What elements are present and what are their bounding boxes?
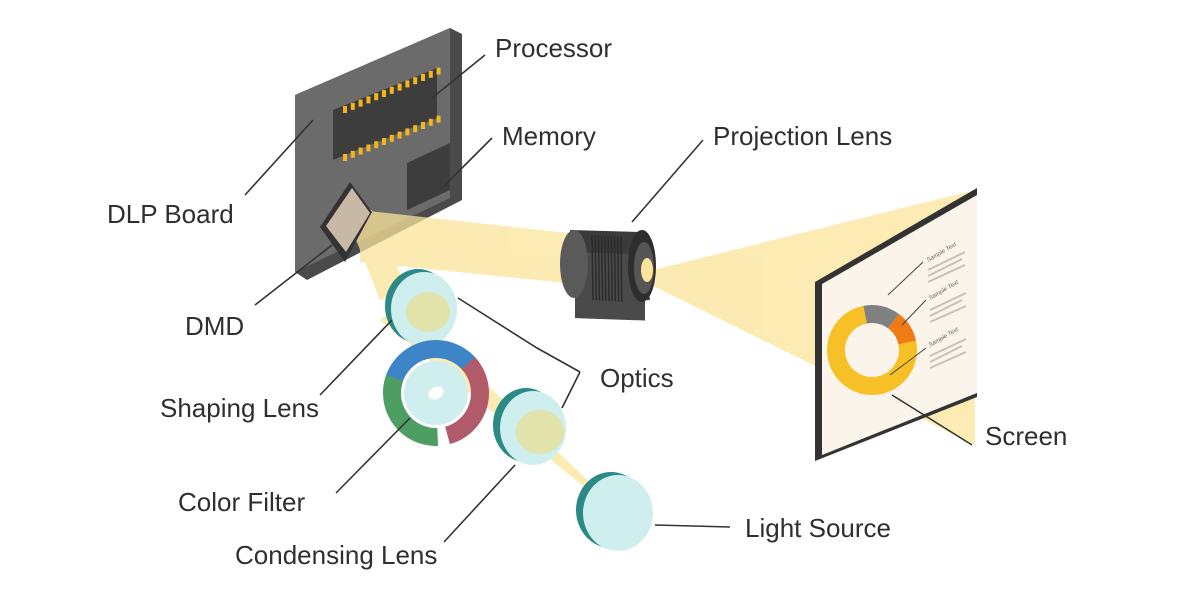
processor-pin	[397, 83, 402, 91]
lens-ridge	[613, 236, 617, 302]
processor-pin	[343, 154, 347, 161]
condensing-lens-label: Condensing Lens	[235, 540, 438, 570]
light-source	[576, 472, 653, 551]
processor-pin	[421, 122, 425, 129]
memory-label: Memory	[502, 121, 596, 151]
projection-lens	[560, 230, 656, 321]
processor-pin	[413, 77, 418, 85]
processor-pins-top	[343, 67, 441, 113]
processor-pin	[436, 67, 441, 75]
lens-ridge	[616, 236, 620, 302]
processor-pin	[366, 96, 371, 104]
processor-pin	[436, 115, 441, 123]
processor-chip	[333, 67, 441, 161]
processor-pin	[350, 102, 355, 110]
memory-chip	[407, 143, 450, 210]
shaping-lens-label: Shaping Lens	[160, 393, 320, 423]
screen-donut-chart	[827, 305, 917, 395]
processor-pin	[358, 99, 363, 107]
shaping-lens	[385, 269, 457, 346]
processor-pin	[421, 74, 425, 81]
lens-ridge	[591, 234, 594, 301]
processor-pin	[389, 134, 394, 142]
processor-pins-bottom	[343, 115, 441, 161]
processor-pin	[428, 70, 433, 78]
processor-pin	[358, 147, 363, 155]
processor-pin	[405, 128, 410, 136]
dmd-mirror	[320, 182, 372, 262]
processor-pin	[389, 86, 394, 94]
processor-pin	[428, 118, 433, 126]
lens-ridge	[594, 235, 597, 301]
processor-pin	[397, 131, 402, 139]
projection-lens-label: Projection Lens	[713, 121, 893, 151]
processor-pin	[413, 125, 418, 133]
processor-pin	[374, 93, 379, 101]
lens-ridge	[607, 235, 610, 302]
projection-lens-ridges	[591, 234, 623, 302]
optics-label: Optics	[600, 363, 674, 393]
screen-callouts	[887, 261, 927, 376]
color-filter-label: Color Filter	[178, 487, 306, 517]
dlp-board-label: DLP Board	[107, 199, 234, 229]
screen-label: Screen	[985, 421, 1068, 451]
lens-ridge	[600, 235, 604, 301]
processor-pin	[343, 106, 347, 113]
processor-pin	[405, 80, 410, 88]
light-source-label: Light Source	[745, 513, 891, 543]
dmd-label: DMD	[185, 311, 245, 341]
condensing-lens	[493, 388, 566, 465]
processor-pin	[374, 141, 379, 149]
lens-ridge	[604, 235, 607, 301]
processor-pin	[366, 144, 371, 152]
processor-pin	[350, 150, 355, 158]
screen-text-lines	[927, 251, 967, 369]
lens-ridge	[620, 236, 623, 302]
lens-ridge	[610, 236, 613, 302]
leader-lines	[244, 54, 973, 543]
processor-pin	[382, 90, 386, 97]
lens-ridge	[597, 235, 601, 301]
processor-label: Processor	[495, 33, 613, 63]
processor-pin	[382, 138, 386, 145]
projection-screen: Sample Text Sample Text Sample Text	[815, 188, 977, 461]
color-filter	[383, 340, 490, 446]
